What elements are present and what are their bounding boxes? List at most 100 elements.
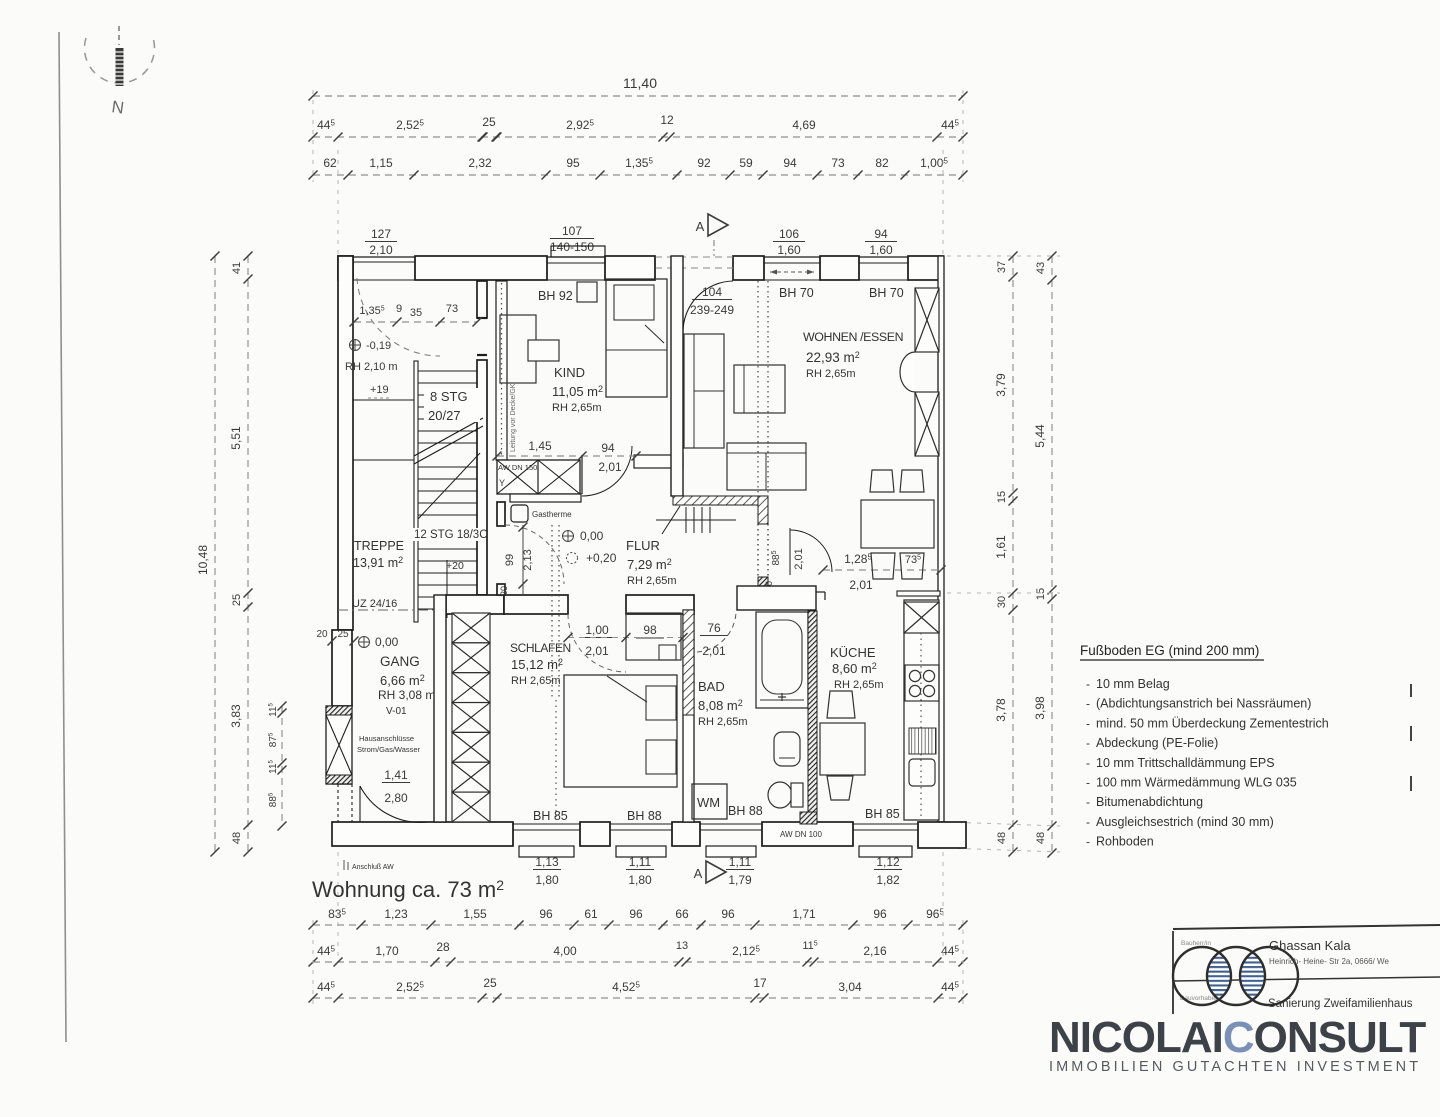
svg-text:1,00: 1,00 [585,623,609,637]
svg-text:73: 73 [831,156,845,170]
svg-text:0,00: 0,00 [580,529,604,543]
svg-text:99: 99 [504,554,516,566]
svg-text:+20: +20 [446,560,464,572]
svg-text:43: 43 [1035,262,1047,274]
svg-text:+19: +19 [370,384,389,396]
svg-text:22,93 m2: 22,93 m2 [806,350,860,365]
svg-text:1,70: 1,70 [375,944,399,958]
svg-text:FLUR: FLUR [626,538,660,553]
svg-text:3,79: 3,79 [994,373,1008,397]
svg-text:735: 735 [905,554,921,566]
svg-text:7,29 m2: 7,29 m2 [627,557,672,572]
svg-text:9: 9 [396,303,402,315]
svg-text:RH 3,08 m: RH 3,08 m [378,688,435,702]
svg-text:Bitumenabdichtung: Bitumenabdichtung [1096,795,1203,809]
svg-text:2,925: 2,925 [566,118,594,132]
svg-text:Bauvorhaben: Bauvorhaben [1180,995,1219,1002]
svg-text:76: 76 [707,621,721,635]
svg-text:1,13: 1,13 [535,855,559,869]
svg-text:10,48: 10,48 [196,545,210,575]
svg-text:2,525: 2,525 [396,118,424,132]
svg-text:1,355: 1,355 [625,156,653,170]
svg-text:RH 2,65m: RH 2,65m [834,679,884,691]
svg-text:48: 48 [996,832,1008,844]
svg-text:RH 2,65m: RH 2,65m [698,716,748,728]
svg-text:2,01: 2,01 [598,460,622,474]
svg-text:1,55: 1,55 [463,907,487,921]
svg-text:RH 2,65m: RH 2,65m [627,575,677,587]
svg-text:A: A [694,866,703,881]
svg-text:BH 88: BH 88 [627,809,662,823]
svg-text:Heinrich- Heine- Str 2a, 0666: Heinrich- Heine- Str 2a, 0666/ We [1269,957,1389,966]
svg-text:73: 73 [446,303,458,315]
svg-text:SCHLAFEN: SCHLAFEN [510,641,571,655]
svg-text:Sanierung Zweifamilienhaus: Sanierung Zweifamilienhaus [1268,998,1413,1010]
svg-text:12 STG 18/3C: 12 STG 18/3C [414,529,488,541]
svg-text:Abdeckung (PE-Folie): Abdeckung (PE-Folie) [1096,736,1218,750]
svg-text:Ghassan Kala: Ghassan Kala [1269,938,1351,953]
svg-text:RH 2,65m: RH 2,65m [552,402,602,414]
svg-text:15: 15 [996,491,1008,503]
svg-text:20/27: 20/27 [428,408,461,423]
svg-text:N: N [110,97,125,118]
svg-text:96: 96 [629,907,643,921]
svg-text:1,80: 1,80 [535,873,559,887]
svg-text:1,41: 1,41 [384,768,408,782]
svg-text:UZ 24/16: UZ 24/16 [352,598,397,610]
svg-text:1,61: 1,61 [994,535,1008,559]
svg-text:30: 30 [996,596,1008,608]
svg-text:62: 62 [323,156,337,170]
svg-text:4,69: 4,69 [792,118,816,132]
svg-text:3,98: 3,98 [1033,696,1047,720]
svg-text:2,125: 2,125 [732,944,760,958]
svg-text:1,15: 1,15 [369,156,393,170]
svg-text:11,05 m2: 11,05 m2 [552,384,603,399]
svg-text:25: 25 [482,115,496,129]
svg-text:4,00: 4,00 [553,944,577,958]
svg-text:1,79: 1,79 [728,873,752,887]
svg-text:37: 37 [996,261,1008,273]
svg-text:94: 94 [874,227,888,241]
svg-text:107: 107 [562,224,582,238]
svg-text:AW DN 100: AW DN 100 [780,830,822,839]
svg-text:3,78: 3,78 [994,698,1008,722]
svg-text:140-150: 140-150 [550,240,594,254]
svg-text:13: 13 [676,940,688,952]
svg-text:48: 48 [231,832,243,844]
svg-text:94: 94 [783,156,797,170]
svg-text:Fußboden EG (mind 200 mm): Fußboden EG (mind 200 mm) [1080,643,1259,658]
svg-text:-: - [1086,815,1090,829]
svg-text:BH 92: BH 92 [538,289,573,303]
svg-text:Gastherme: Gastherme [532,510,572,519]
svg-text:12: 12 [660,113,674,127]
svg-text:885: 885 [268,792,279,807]
svg-text:1,71: 1,71 [792,907,816,921]
svg-text:115: 115 [268,759,279,773]
svg-text:4,525: 4,525 [612,980,640,994]
svg-text:RH 2,65m: RH 2,65m [806,368,856,380]
svg-text:3,83: 3,83 [229,704,243,728]
svg-text:TREPPE: TREPPE [354,539,404,553]
svg-text:82: 82 [875,156,889,170]
svg-text:BAD: BAD [698,679,725,694]
svg-text:Strom/Gas/Wasser: Strom/Gas/Wasser [357,745,421,754]
svg-text:8 STG: 8 STG [430,389,468,404]
svg-text:94: 94 [601,441,615,455]
svg-text:Wohnung ca. 73 m2: Wohnung ca. 73 m2 [312,877,504,902]
svg-text:2,01: 2,01 [585,644,609,658]
svg-text:28: 28 [436,940,450,954]
svg-text:0,00: 0,00 [375,635,399,649]
svg-text:mind. 50 mm Überdeckung Zement: mind. 50 mm Überdeckung Zementestrich [1096,716,1329,730]
svg-text:2,525: 2,525 [396,980,424,994]
svg-text:5,44: 5,44 [1033,424,1047,448]
svg-text:35: 35 [410,307,422,319]
svg-text:-: - [1086,835,1090,849]
svg-text:96: 96 [721,907,735,921]
svg-text:-: - [1086,716,1090,730]
svg-text:95: 95 [566,156,580,170]
svg-text:Hausanschlüsse: Hausanschlüsse [359,734,414,743]
svg-text:-: - [1086,756,1090,770]
svg-text:25: 25 [337,629,349,640]
svg-text:1,60: 1,60 [869,243,893,257]
svg-text:-: - [1086,677,1090,691]
